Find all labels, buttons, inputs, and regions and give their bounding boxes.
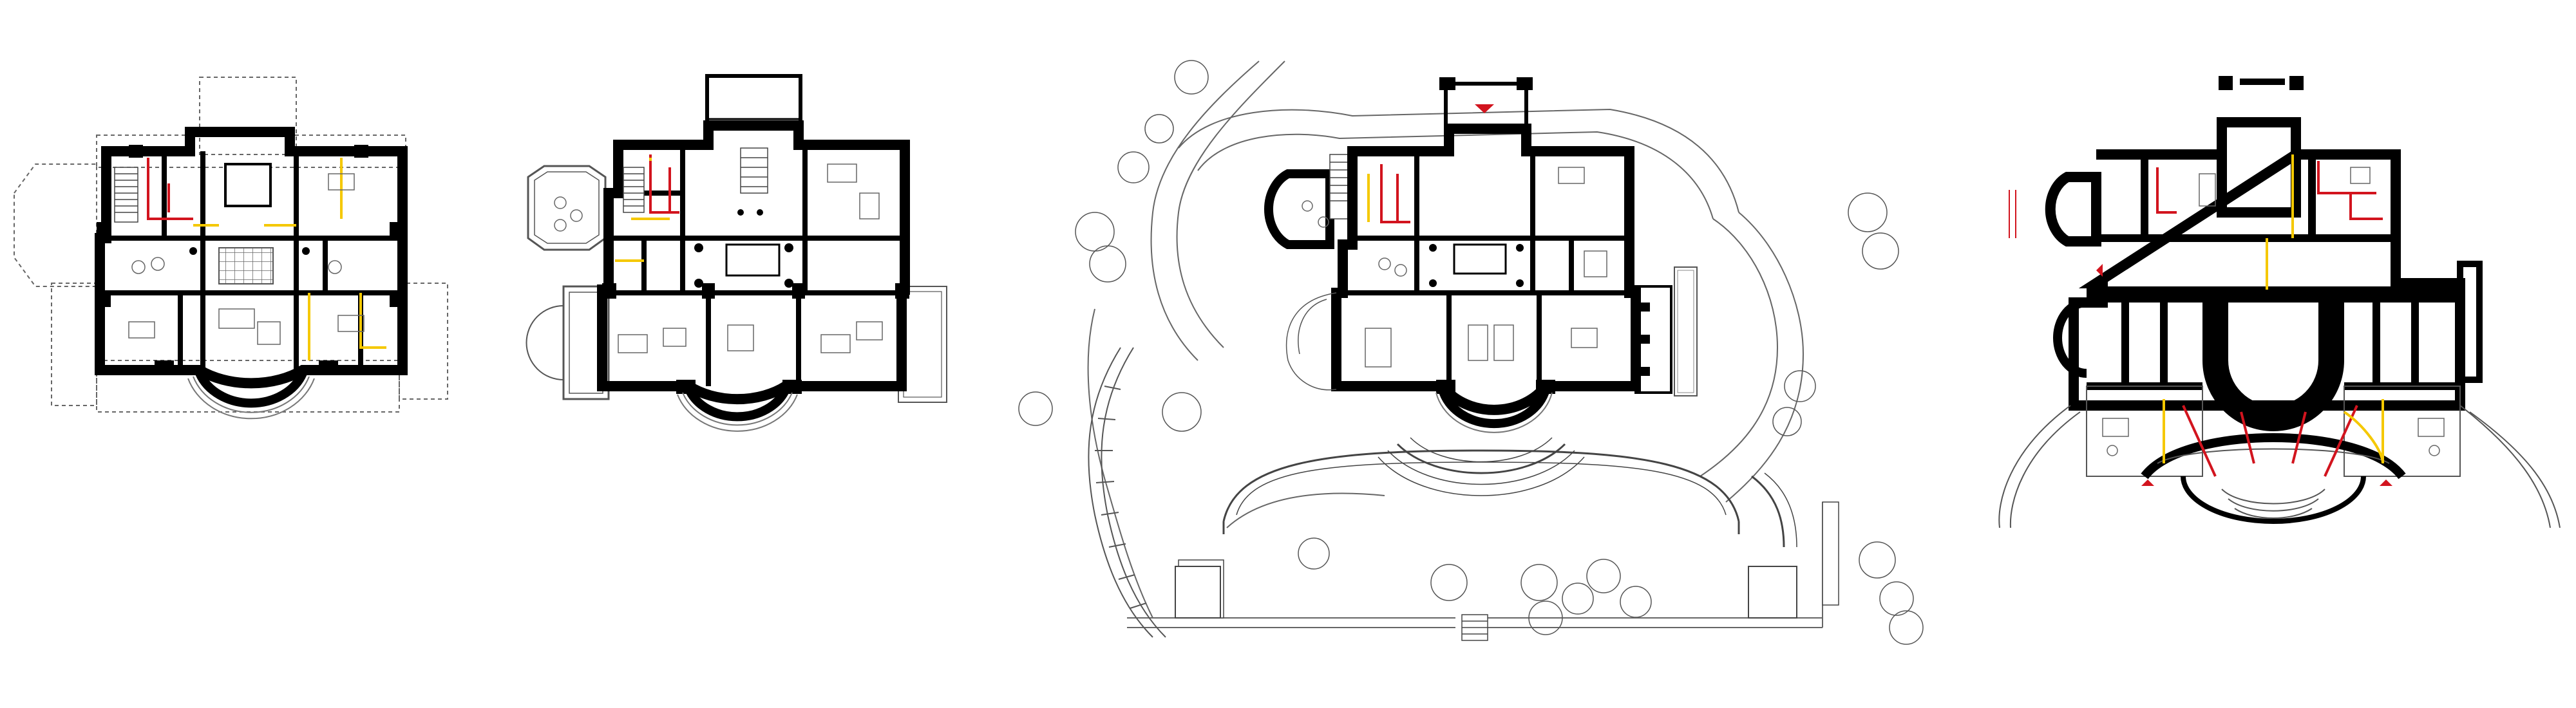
piers: [97, 145, 404, 375]
entrance-porch: [1439, 77, 1533, 131]
furniture: [1302, 167, 1607, 368]
site-kiosks: [1175, 566, 1797, 619]
plan-basement: [1998, 76, 2561, 528]
conference-table: [1453, 243, 1507, 275]
bay-window: [187, 371, 315, 420]
stair: [623, 147, 768, 213]
interior-walls: [605, 145, 905, 386]
entry-vault: [2217, 117, 2301, 218]
site-paths: [1087, 61, 1823, 628]
side-stair: [1285, 292, 1337, 391]
furniture: [554, 163, 883, 353]
plan-second-floor: [14, 77, 448, 420]
furniture: [128, 173, 365, 345]
entrance-porch: [705, 74, 802, 129]
west-apse: [1264, 169, 1334, 249]
furniture: [2102, 167, 2445, 456]
terrace-arcs: [2141, 433, 2406, 524]
renovation-marks: [147, 158, 386, 360]
porch-footings: [2219, 76, 2304, 90]
east-loggia: [1634, 266, 1698, 396]
renovation-marks: [2156, 154, 2384, 477]
red-stair: [2009, 190, 2016, 238]
garden-stair: [1088, 347, 1166, 638]
interior-walls: [2087, 154, 2460, 390]
piers: [602, 209, 909, 394]
fire-exit-arrows: [2096, 264, 2392, 486]
west-bastion: [2053, 298, 2087, 378]
plan-ground-floor-site: [1018, 60, 1924, 645]
conference-table: [725, 243, 781, 277]
bay-window: [677, 387, 798, 432]
east-bastion: [2457, 261, 2483, 383]
bay-window: [1435, 387, 1553, 433]
central-foundation: [2202, 303, 2344, 431]
renovation-marks: [615, 154, 679, 262]
plan-first-floor: [526, 74, 947, 432]
trees: [1018, 60, 1924, 645]
octagonal-pavilion: [527, 165, 607, 251]
conservatory: [526, 285, 610, 400]
skylight-grid: [218, 247, 274, 284]
lower-terrace: [1222, 437, 1797, 548]
west-apse: [2045, 172, 2101, 247]
interior-walls: [1340, 151, 1636, 386]
renovation-marks: [1367, 164, 1410, 223]
foundation-band: [2087, 286, 2460, 303]
stair: [114, 163, 272, 223]
